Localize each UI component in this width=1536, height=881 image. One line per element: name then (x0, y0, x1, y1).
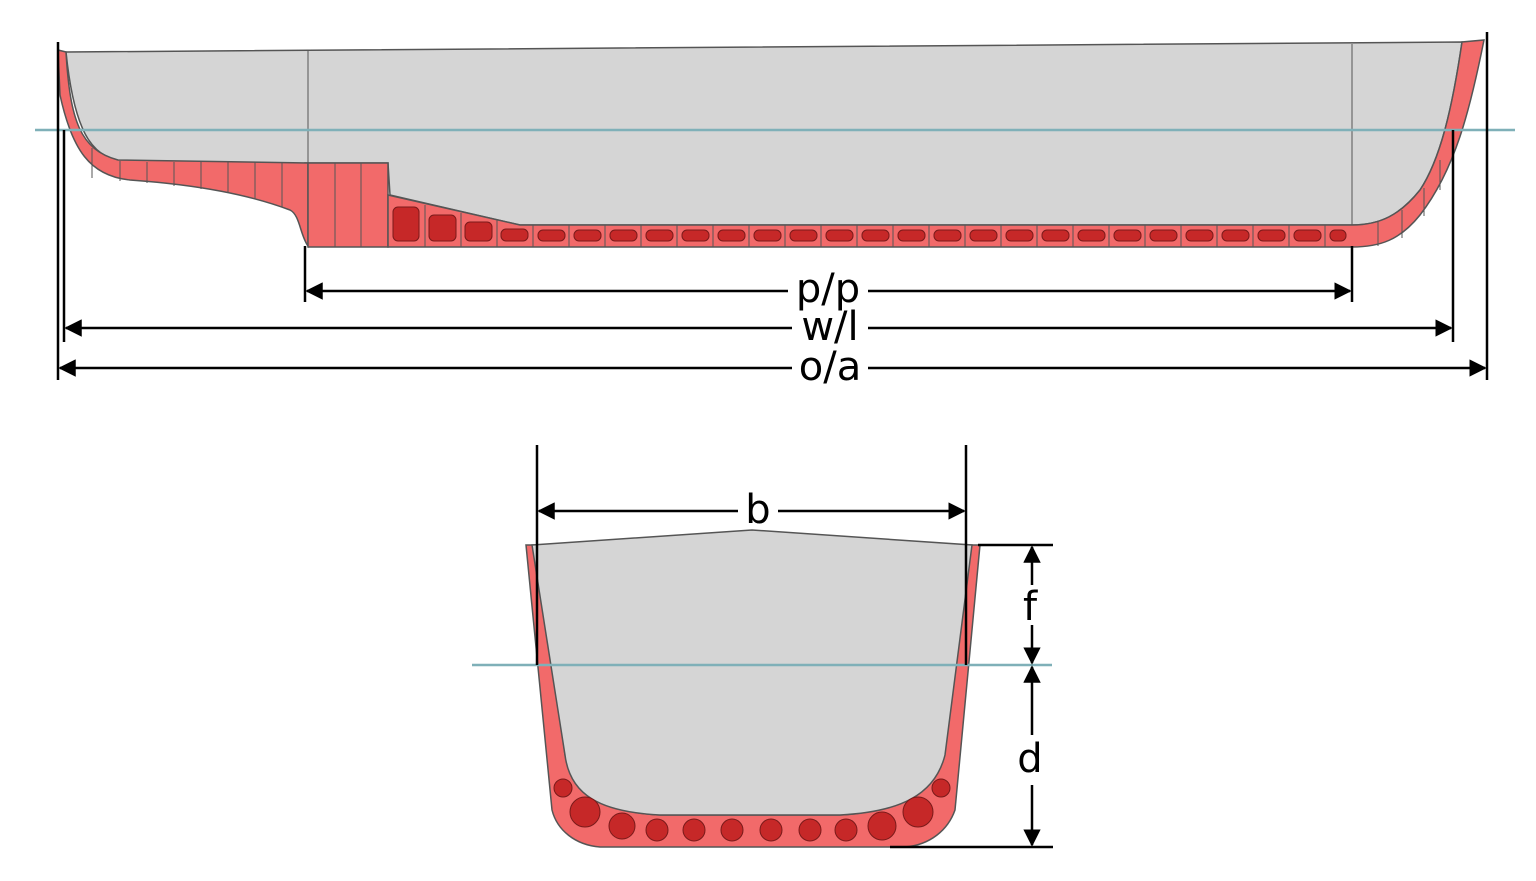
stern-shell (57, 49, 309, 249)
wl-label: w/l (801, 304, 858, 350)
transom-block (307, 162, 389, 248)
oa-label: o/a (799, 344, 861, 390)
side-tanks (392, 206, 1347, 242)
section-interior (531, 529, 973, 816)
bottom-cells (424, 160, 1441, 247)
stern-cells (91, 148, 283, 207)
d-label: d (1017, 736, 1042, 782)
f-label: f (1023, 584, 1038, 630)
cross-section: b f d (472, 445, 1053, 849)
pp-label: p/p (796, 266, 860, 312)
b-label: b (745, 487, 770, 533)
side-elevation: p/p w/l o/a (35, 32, 1515, 390)
section-tanks (553, 778, 951, 842)
